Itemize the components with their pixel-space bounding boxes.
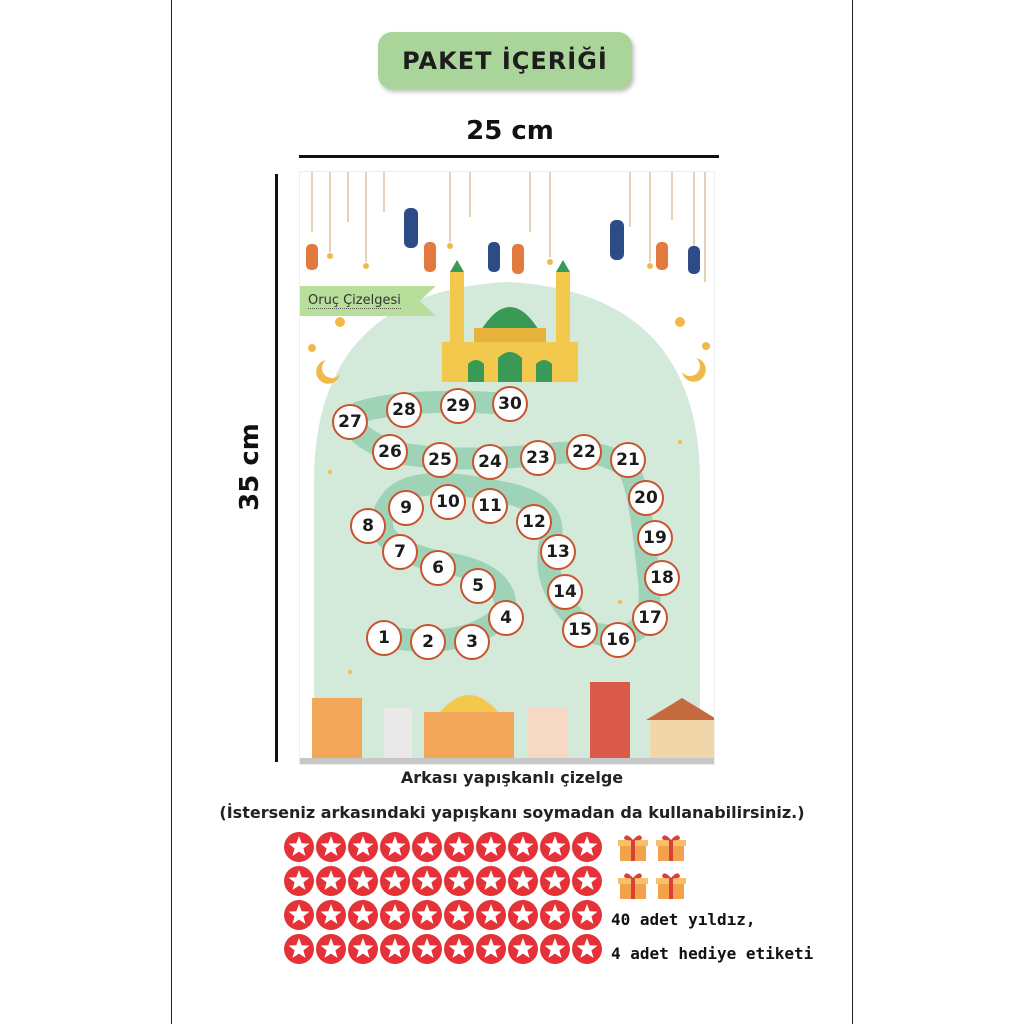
star-sticker <box>380 832 410 862</box>
gift-sticker <box>656 834 686 862</box>
star-sticker <box>572 866 602 896</box>
day-cell-5: 5 <box>460 568 496 604</box>
page-title: PAKET İÇERİĞİ <box>402 46 608 75</box>
bottom-town <box>300 682 714 764</box>
day-cell-30: 30 <box>492 386 528 422</box>
star-sticker <box>412 866 442 896</box>
day-cell-10: 10 <box>430 484 466 520</box>
star-sticker <box>316 832 346 862</box>
day-cell-14: 14 <box>547 574 583 610</box>
title-banner: PAKET İÇERİĞİ <box>378 32 632 89</box>
star-sticker <box>444 900 474 930</box>
height-dimension-label: 35 cm <box>235 423 265 511</box>
day-cell-23: 23 <box>520 440 556 476</box>
day-cell-3: 3 <box>454 624 490 660</box>
gift-sticker-group <box>618 832 690 904</box>
day-cell-6: 6 <box>420 550 456 586</box>
day-cell-4: 4 <box>488 600 524 636</box>
star-sticker <box>508 900 538 930</box>
day-cell-22: 22 <box>566 434 602 470</box>
star-sticker <box>380 900 410 930</box>
day-cell-18: 18 <box>644 560 680 596</box>
day-cell-21: 21 <box>610 442 646 478</box>
star-sticker <box>316 866 346 896</box>
day-cell-13: 13 <box>540 534 576 570</box>
caption-line-1: Arkası yapışkanlı çizelge <box>400 768 624 787</box>
star-sticker <box>572 934 602 964</box>
caption-line-2: (İsterseniz arkasındaki yapışkanı soymad… <box>219 803 805 822</box>
star-sticker <box>476 866 506 896</box>
star-sticker <box>348 866 378 896</box>
star-sticker <box>284 934 314 964</box>
star-sticker <box>444 934 474 964</box>
hanging-strings <box>311 172 706 282</box>
star-sticker <box>380 866 410 896</box>
star-sticker <box>572 832 602 862</box>
star-sticker <box>412 934 442 964</box>
star-sticker <box>284 832 314 862</box>
star-sticker <box>540 900 570 930</box>
day-cell-25: 25 <box>422 442 458 478</box>
crescent-moons <box>316 358 706 384</box>
day-cell-24: 24 <box>472 444 508 480</box>
star-sticker <box>316 900 346 930</box>
star-sticker <box>380 934 410 964</box>
day-cell-19: 19 <box>637 520 673 556</box>
star-sticker <box>540 934 570 964</box>
height-dimension-line <box>275 174 278 762</box>
star-sticker <box>508 832 538 862</box>
star-sticker <box>508 934 538 964</box>
day-cell-27: 27 <box>332 404 368 440</box>
page-frame <box>171 0 853 1024</box>
star-sticker <box>508 866 538 896</box>
day-cell-7: 7 <box>382 534 418 570</box>
star-sticker <box>316 934 346 964</box>
day-cell-20: 20 <box>628 480 664 516</box>
day-cell-8: 8 <box>350 508 386 544</box>
star-sticker <box>476 832 506 862</box>
star-sticker <box>444 832 474 862</box>
star-sticker <box>540 832 570 862</box>
star-sticker <box>476 900 506 930</box>
chart-title-ribbon: Oruç Çizelgesi <box>300 286 436 316</box>
star-sticker <box>348 832 378 862</box>
chart-title: Oruç Çizelgesi <box>308 293 401 309</box>
day-cell-11: 11 <box>472 488 508 524</box>
top-mosque <box>442 260 578 382</box>
star-sticker <box>476 934 506 964</box>
star-sticker <box>348 934 378 964</box>
star-sticker <box>540 866 570 896</box>
star-sticker <box>444 866 474 896</box>
day-cell-1: 1 <box>366 620 402 656</box>
star-sticker <box>348 900 378 930</box>
gift-sticker <box>618 834 648 862</box>
day-cell-9: 9 <box>388 490 424 526</box>
day-cell-2: 2 <box>410 624 446 660</box>
star-sticker-sheet <box>284 832 602 964</box>
decor-stars <box>308 243 710 674</box>
day-cell-26: 26 <box>372 434 408 470</box>
star-sticker <box>284 900 314 930</box>
width-dimension-line <box>299 155 719 158</box>
width-dimension-label: 25 cm <box>466 116 554 146</box>
sticker-note-line-2: 4 adet hediye etiketi <box>611 944 814 963</box>
day-cell-28: 28 <box>386 392 422 428</box>
gift-sticker <box>656 872 686 900</box>
sticker-note-line-1: 40 adet yıldız, <box>611 910 756 929</box>
day-cell-29: 29 <box>440 388 476 424</box>
poster-illustration <box>300 172 714 764</box>
star-sticker <box>412 832 442 862</box>
day-cell-17: 17 <box>632 600 668 636</box>
star-sticker <box>284 866 314 896</box>
day-cell-12: 12 <box>516 504 552 540</box>
star-sticker <box>572 900 602 930</box>
star-sticker <box>412 900 442 930</box>
day-cell-16: 16 <box>600 622 636 658</box>
gift-sticker <box>618 872 648 900</box>
day-cell-15: 15 <box>562 612 598 648</box>
lanterns <box>306 208 700 274</box>
